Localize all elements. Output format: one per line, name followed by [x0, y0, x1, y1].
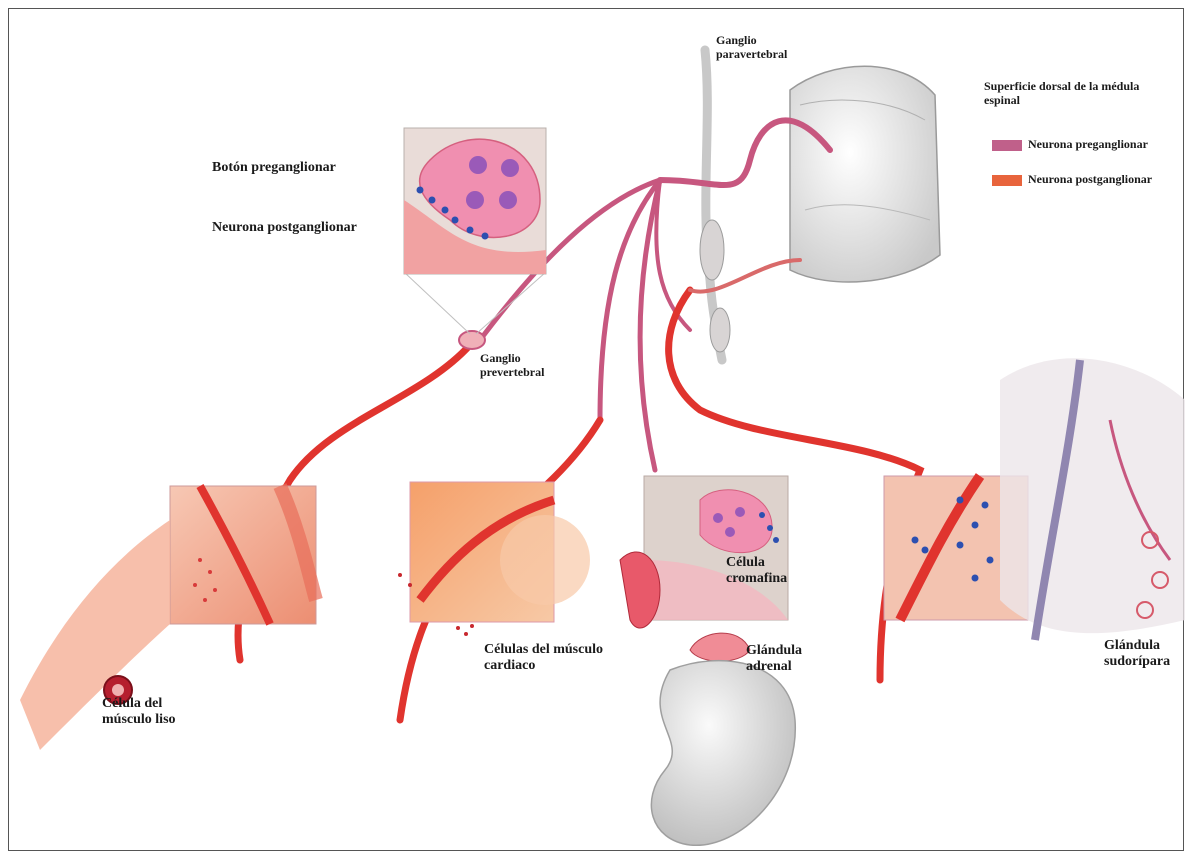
label-superficie-dorsal: Superficie dorsal de la médula espinal — [984, 80, 1154, 108]
legend-swatch-preganglionic — [992, 140, 1022, 151]
label-glandula-sudoripara: Glándula sudorípara — [1104, 638, 1184, 670]
label-celula-musculo-liso: Célula del músculo liso — [102, 696, 212, 728]
label-celulas-musculo-cardiaco: Células del músculo cardiaco — [484, 642, 624, 674]
sweat-gland-tissue — [1000, 358, 1185, 640]
cardiac-muscle-inset — [398, 482, 590, 636]
label-ganglio-prevertebral: Ganglio prevertebral — [480, 352, 570, 380]
label-neurona-postganglionar: Neurona postganglionar — [212, 220, 402, 236]
kidney — [651, 661, 795, 846]
legend-swatch-postganglionic — [992, 175, 1022, 186]
synapse-inset — [404, 128, 546, 274]
adrenal-inset — [644, 476, 788, 620]
legend-label-postganglionic: Neurona postganglionar — [1028, 173, 1178, 187]
smooth-muscle-inset — [170, 486, 316, 624]
legend-label-preganglionic: Neurona preganglionar — [1028, 138, 1178, 152]
label-glandula-adrenal: Glándula adrenal — [746, 643, 846, 675]
prevertebral-ganglion — [459, 331, 485, 349]
label-ganglio-paravertebral: Ganglio paravertebral — [716, 34, 806, 62]
label-boton-preganglionar: Botón preganglionar — [212, 160, 392, 176]
spinal-cord — [790, 66, 940, 282]
paravertebral-chain — [700, 50, 730, 360]
label-celula-cromafina: Célula cromafina — [726, 555, 826, 587]
